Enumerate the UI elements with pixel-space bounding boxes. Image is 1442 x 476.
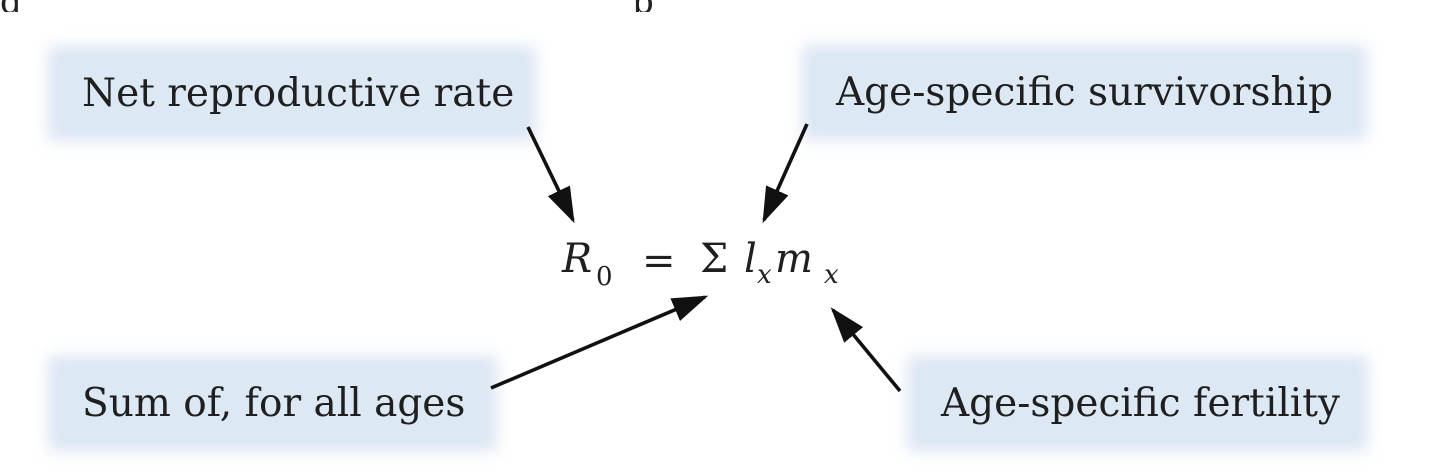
sum-of-all-ages-label: Sum of, for all ages <box>58 366 487 441</box>
equation-l-subscript: x <box>757 260 772 290</box>
equation-sigma-symbol: Σ <box>700 236 729 282</box>
cropped-heading-text: g p <box>0 0 1442 12</box>
age-specific-survivorship-text: Age-specific survivorship <box>836 70 1334 115</box>
sum-of-all-ages-text: Sum of, for all ages <box>82 381 466 426</box>
equation-r-subscript: 0 <box>596 262 613 292</box>
net-reproductive-rate-label: Net reproductive rate <box>58 56 526 131</box>
arrow-age-specific-survivorship <box>762 123 809 224</box>
age-specific-fertility-text: Age-specific fertility <box>941 381 1340 426</box>
equation-r-symbol: R <box>562 236 593 282</box>
equation-m-symbol: m <box>775 236 813 282</box>
arrow-net-reproductive-rate <box>526 126 575 224</box>
age-specific-survivorship-label: Age-specific survivorship <box>812 55 1357 130</box>
arrow-sum-of-all-ages <box>490 295 709 390</box>
equation-equals-sign: = <box>642 238 676 284</box>
age-specific-fertility-label: Age-specific fertility <box>917 366 1358 441</box>
cropped-glyph-middle: p <box>632 0 654 12</box>
net-reproductive-rate-text: Net reproductive rate <box>82 71 515 116</box>
cropped-glyph-left: g <box>0 0 22 12</box>
equation-m-subscript: x <box>824 260 839 290</box>
equation-l-symbol: l <box>744 236 757 282</box>
arrow-age-specific-fertility <box>830 307 902 393</box>
